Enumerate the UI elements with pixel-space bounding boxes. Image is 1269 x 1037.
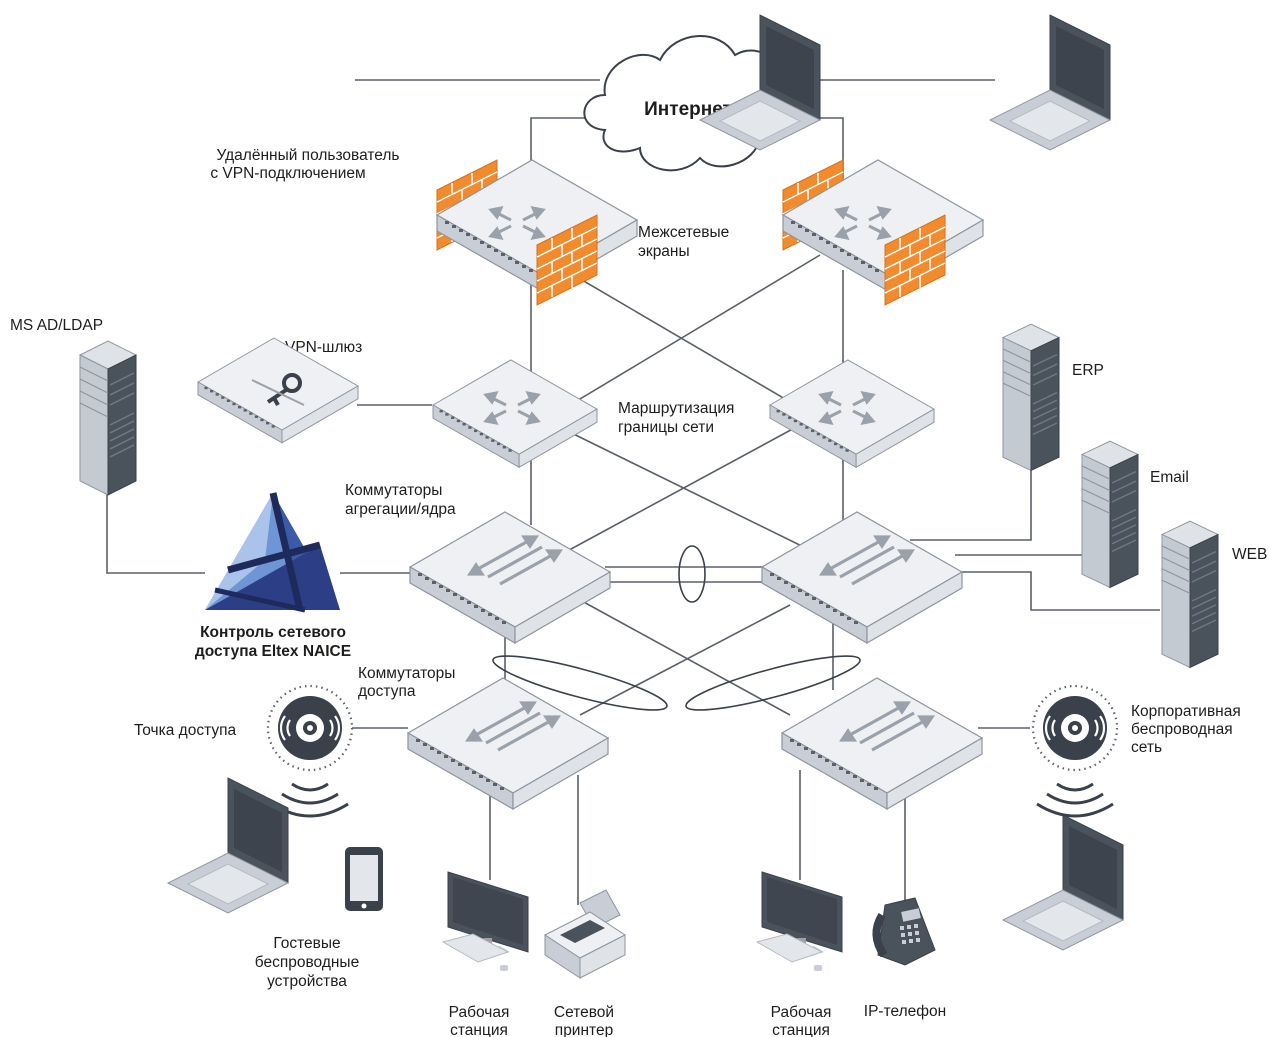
- workstation-left-label-2: станция: [450, 1022, 508, 1037]
- core-switches-label-2: агрегации/ядра: [345, 501, 456, 518]
- smartphone-icon: [345, 847, 383, 911]
- access-point-label: Точка доступа: [134, 722, 236, 739]
- firewall-right: [782, 159, 984, 306]
- access-switches-label-1: Коммутаторы: [358, 665, 455, 682]
- key-icon: [312, 39, 330, 70]
- edge-router-right: [769, 359, 935, 468]
- email-label: Email: [1150, 469, 1189, 486]
- erp-label: ERP: [1072, 362, 1104, 379]
- vpn-gateway: [197, 337, 359, 444]
- ip-phone-label: IP-телефон: [864, 1003, 946, 1020]
- workstation-left: [442, 871, 529, 972]
- edge-router-left: [432, 359, 598, 468]
- email-server: [1081, 440, 1139, 589]
- edge-routing-label-2: границы сети: [618, 419, 714, 436]
- key-icon: [251, 373, 305, 406]
- naice-label-2: доступа Eltex NAICE: [195, 643, 351, 660]
- printer-icon: [544, 889, 626, 979]
- vpn-gateway-label: VPN-шлюз: [285, 339, 362, 356]
- web-server: [1161, 520, 1219, 669]
- core-switches-label-1: Коммутаторы: [345, 482, 442, 499]
- access-point-right: [1031, 684, 1119, 818]
- ms-ad-server: [79, 340, 137, 496]
- remote-laptop-right: [989, 14, 1111, 151]
- remote-user-label-2: с VPN-подключением: [210, 165, 365, 182]
- guest-devices-label-1: Гостевые: [273, 935, 340, 952]
- workstation-left-label-1: Рабочая: [449, 1004, 510, 1021]
- naice-label-1: Контроль сетевого: [200, 624, 346, 641]
- guest-laptop: [167, 777, 289, 914]
- guest-devices-label-2: беспроводные: [255, 954, 359, 971]
- corp-wireless-label-1: Корпоративная: [1131, 703, 1241, 720]
- access-switches-label-2: доступа: [358, 683, 416, 700]
- web-label: WEB: [1232, 546, 1267, 563]
- workstation-right-label-1: Рабочая: [771, 1004, 832, 1021]
- printer-label-2: принтер: [555, 1022, 613, 1037]
- guest-devices-label-3: устройства: [267, 973, 347, 990]
- corp-wireless-label-2: беспроводная: [1131, 721, 1233, 738]
- corp-wireless-label-3: сеть: [1131, 739, 1162, 756]
- remote-user-label-1: Удалённый пользователь: [216, 147, 399, 164]
- ms-ad-label: MS AD/LDAP: [10, 317, 103, 334]
- corp-laptop: [1002, 814, 1124, 951]
- ip-phone-icon: [872, 897, 936, 966]
- edge-routing-label-1: Маршрутизация: [618, 400, 734, 417]
- access-switch-right: [781, 677, 983, 810]
- printer-label-1: Сетевой: [554, 1004, 614, 1021]
- erp-server: [1002, 323, 1060, 472]
- firewalls-label-2: экраны: [638, 243, 690, 260]
- naice-logo: [205, 492, 340, 613]
- links: [106, 79, 1160, 905]
- workstation-right-label-2: станция: [772, 1022, 830, 1037]
- core-switch-left: [409, 511, 611, 644]
- access-point-left: [266, 684, 354, 818]
- firewalls-label-1: Межсетевые: [638, 224, 729, 241]
- workstation-right: [756, 871, 843, 972]
- remote-user-laptop: [312, 14, 821, 151]
- core-switch-right: [761, 511, 963, 644]
- firewall-left: [436, 159, 638, 306]
